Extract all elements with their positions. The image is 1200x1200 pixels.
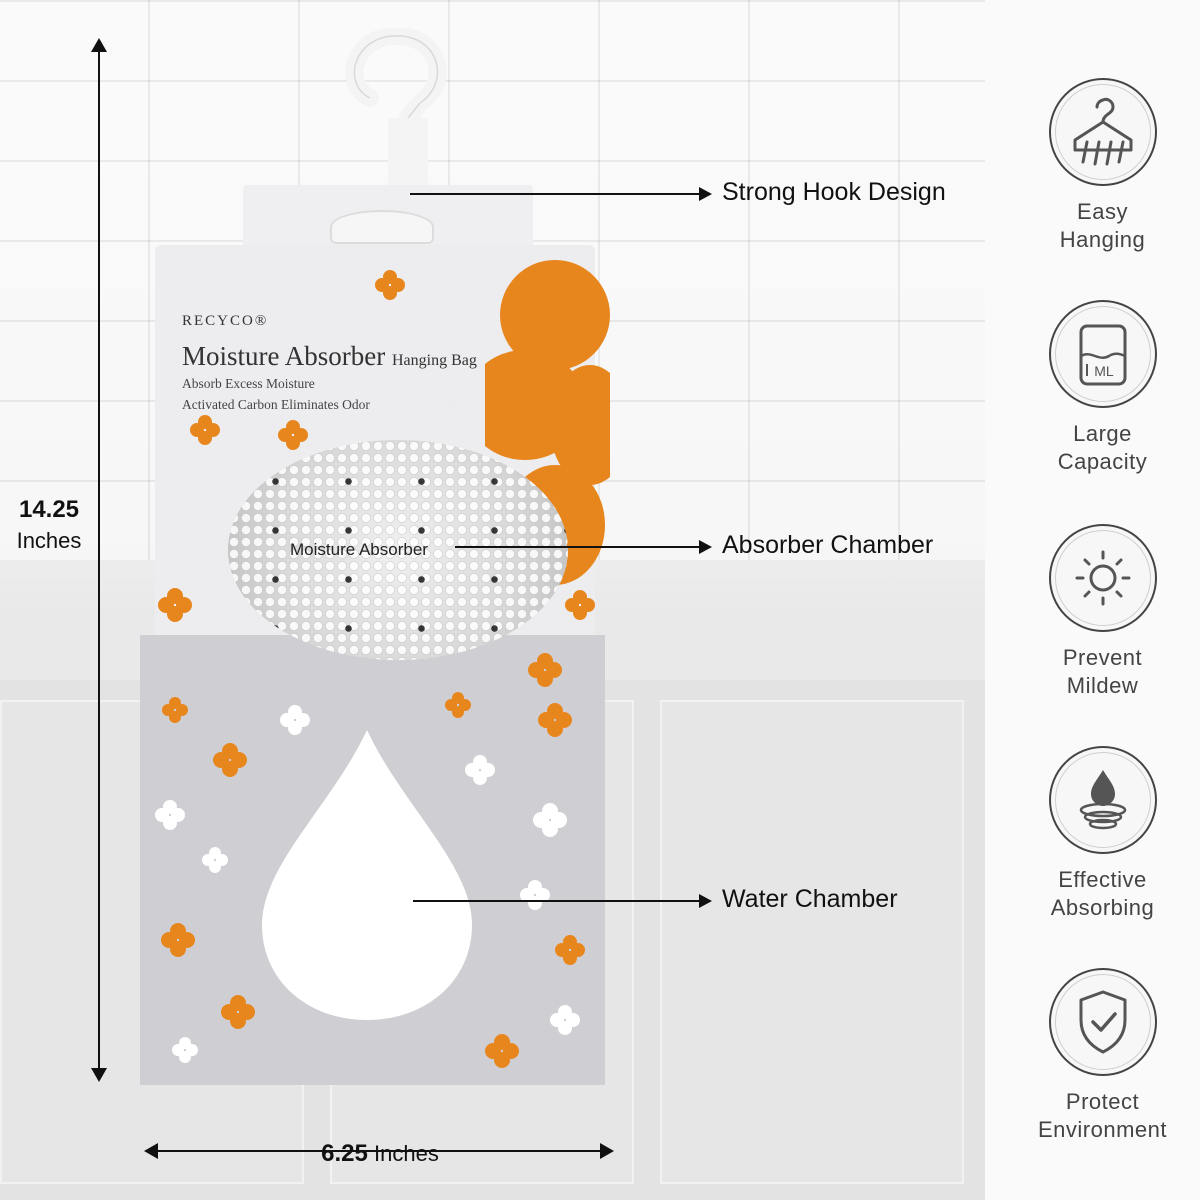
hook-callout-label: Strong Hook Design	[722, 178, 946, 206]
sun-icon	[1075, 550, 1130, 606]
feature-badge	[1048, 524, 1157, 632]
feature-label-line: Effective	[1058, 867, 1147, 892]
feature-effective-absorbing: Effective Absorbing	[1015, 746, 1190, 922]
product-claim: Activated Carbon Eliminates Odor	[182, 397, 370, 412]
feature-large-capacity: ML Large Capacity	[1015, 300, 1190, 476]
hanger-icon	[1073, 97, 1132, 166]
beads-label: Moisture Absorber	[290, 540, 428, 559]
cabinet-door	[660, 700, 964, 1184]
height-label: 14.25 Inches	[0, 496, 98, 554]
product-claim: Absorb Excess Moisture	[182, 376, 315, 391]
product-title-suffix: Hanging Bag	[391, 352, 477, 369]
flower-pattern	[155, 270, 595, 1068]
feature-badge	[1048, 746, 1157, 854]
feature-protect-environment: Protect Environment	[1015, 968, 1190, 1144]
width-dimension-arrow	[144, 1143, 614, 1159]
brand-name: RECYCO®	[182, 313, 269, 329]
height-unit: Inches	[16, 528, 82, 553]
feature-label-line: Mildew	[1066, 673, 1139, 698]
height-dimension-arrow	[91, 38, 107, 1082]
width-unit: Inches	[374, 1141, 439, 1166]
feature-label-line: Environment	[1037, 1117, 1167, 1142]
feature-label-line: Large	[1073, 421, 1132, 446]
feature-label: Large Capacity	[1015, 420, 1190, 476]
product-photo: RECYCO® Moisture Absorber Hanging Bag Ab…	[0, 0, 990, 1200]
feature-prevent-mildew: Prevent Mildew	[1015, 524, 1190, 700]
width-value: 6.25	[321, 1140, 368, 1167]
feature-label-line: Hanging	[1059, 227, 1146, 252]
absorber-callout-label: Absorber Chamber	[722, 531, 934, 559]
hanging-bag: RECYCO® Moisture Absorber Hanging Bag Ab…	[140, 185, 610, 1085]
feature-easy-hanging: Easy Hanging	[1015, 78, 1190, 254]
feature-label: Protect Environment	[1015, 1088, 1190, 1144]
feature-label: Prevent Mildew	[1015, 644, 1190, 700]
water-drop-icon	[1079, 770, 1126, 830]
water-drop-window	[262, 730, 472, 1020]
capacity-unit-text: ML	[1094, 363, 1114, 379]
shield-check-icon	[1079, 990, 1126, 1054]
hook-callout-arrow	[410, 187, 712, 201]
feature-label-line: Prevent	[1062, 645, 1143, 670]
absorber-callout-arrow	[455, 540, 712, 554]
hanger-slot	[330, 210, 434, 244]
feature-label-line: Absorbing	[1050, 895, 1155, 920]
feature-label-line: Protect	[1065, 1089, 1140, 1114]
product-title: Moisture Absorber Hanging Bag	[182, 341, 477, 372]
feature-badge	[1048, 968, 1157, 1076]
height-value: 14.25	[18, 496, 80, 523]
product-title-main: Moisture Absorber	[182, 341, 386, 371]
feature-label: Easy Hanging	[1015, 198, 1190, 254]
container-ml-icon: ML	[1079, 324, 1126, 386]
absorber-beads	[228, 440, 568, 660]
width-label: 6.25 Inches	[260, 1140, 500, 1168]
water-callout-label: Water Chamber	[722, 885, 898, 913]
feature-badge: ML	[1048, 300, 1157, 408]
feature-label-line: Easy	[1077, 199, 1128, 224]
water-callout-arrow	[413, 894, 712, 908]
feature-label: Effective Absorbing	[1015, 866, 1190, 922]
feature-label-line: Capacity	[1057, 449, 1148, 474]
feature-badge	[1048, 78, 1157, 186]
